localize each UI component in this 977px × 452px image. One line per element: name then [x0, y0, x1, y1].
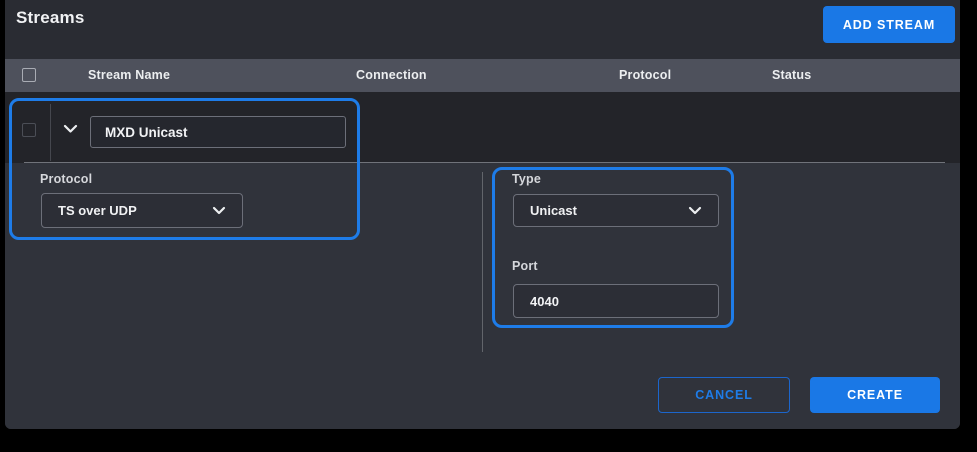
column-header-protocol: Protocol	[619, 68, 672, 82]
port-input[interactable]	[513, 284, 719, 318]
type-label: Type	[512, 172, 542, 186]
streams-panel: Streams ADD STREAM Stream Name Connectio…	[5, 0, 960, 429]
row-details-divider	[24, 162, 945, 163]
add-stream-button[interactable]: ADD STREAM	[823, 6, 955, 43]
cancel-button[interactable]: CANCEL	[658, 377, 790, 413]
select-all-checkbox[interactable]	[22, 68, 36, 82]
page-title: Streams	[16, 8, 85, 27]
stream-row-checkbox[interactable]	[22, 123, 36, 137]
column-header-status: Status	[772, 68, 812, 82]
protocol-select[interactable]: TS over UDP	[41, 193, 243, 228]
chevron-down-icon	[688, 206, 702, 215]
chevron-down-icon	[212, 206, 226, 215]
row-separator-line	[50, 104, 51, 161]
protocol-label: Protocol	[40, 172, 93, 186]
protocol-select-value: TS over UDP	[58, 203, 137, 218]
details-vertical-divider	[482, 172, 483, 352]
table-header-row: Stream Name Connection Protocol Status	[5, 59, 960, 92]
column-header-stream-name: Stream Name	[88, 68, 171, 82]
chevron-down-icon[interactable]	[63, 124, 78, 134]
type-select[interactable]: Unicast	[513, 194, 719, 227]
type-select-value: Unicast	[530, 203, 577, 218]
column-header-connection: Connection	[356, 68, 427, 82]
create-button[interactable]: CREATE	[810, 377, 940, 413]
stream-name-input[interactable]	[90, 116, 346, 148]
port-label: Port	[512, 259, 538, 273]
